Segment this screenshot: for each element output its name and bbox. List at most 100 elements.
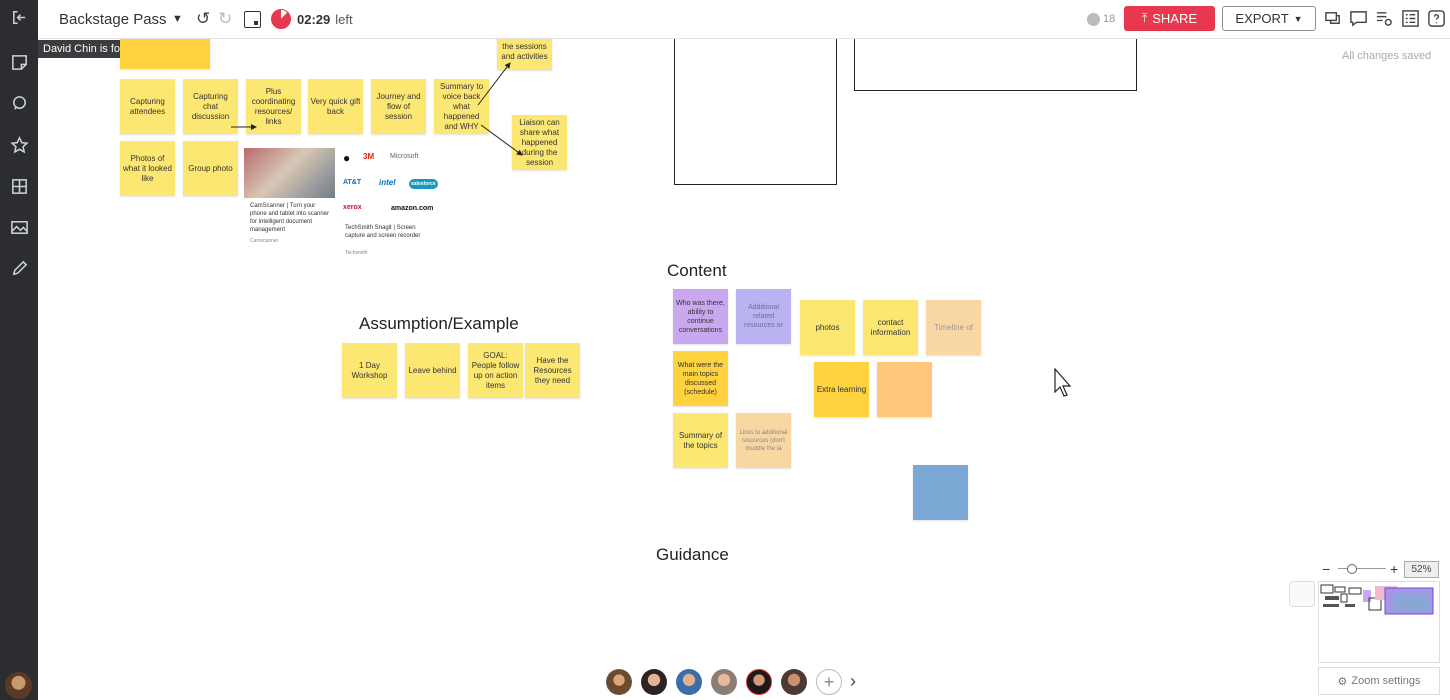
chat-icon[interactable] [1324,9,1343,28]
section-heading-guidance[interactable]: Guidance [656,545,729,564]
link-card-source: Camscanner [250,238,279,244]
sticky-note[interactable]: Liaison can share what happened during t… [512,115,567,170]
outline-icon[interactable] [1401,9,1420,28]
comments-icon[interactable] [1349,9,1368,28]
presenter-mode-icon[interactable] [244,0,261,38]
timer-icon [271,9,291,29]
collaborator-avatar[interactable] [676,669,702,695]
camscanner-image [244,148,336,198]
upload-icon: ⤒ [1141,11,1148,25]
sticky-note[interactable]: Timeline of [926,300,981,355]
zoom-out-button[interactable]: − [1322,561,1331,577]
sticky-note[interactable]: 1 Day Workshop [342,343,397,398]
link-card-camscanner[interactable]: CamScanner | Turn your phone and tablet … [244,148,336,252]
sticky-note[interactable]: Summary to voice back what happened and … [434,79,489,134]
sticky-note[interactable]: Plus coordinating resources/ links [246,79,301,134]
logo-amazon: amazon.com [391,205,434,212]
sticky-note[interactable]: GOAL: People follow up on action items [468,343,523,398]
sticky-note[interactable]: Capturing chat discussion [183,79,238,134]
sticky-note[interactable] [913,465,968,520]
sticky-note-icon[interactable] [0,47,38,77]
sticky-note[interactable]: Links to additional resources (don't mud… [736,413,791,468]
minimap[interactable] [1318,581,1440,663]
activity-icon[interactable] [1375,9,1394,28]
left-toolbar [0,0,38,700]
collaborator-avatar[interactable] [711,669,737,695]
sticky-note[interactable] [877,362,932,417]
timer-suffix: left [335,11,353,27]
zoom-level[interactable]: 52% [1404,561,1439,578]
apple-logo-icon: ● [343,151,351,165]
sticky-note[interactable]: Leave behind [405,343,460,398]
sticky-note[interactable]: What were the main topics discussed (sch… [673,351,728,406]
collaborator-avatar[interactable] [641,669,667,695]
collaborator-avatar[interactable] [746,669,772,695]
export-label: EXPORT [1235,11,1289,26]
image-icon[interactable] [0,212,38,242]
zoom-settings-label: Zoom settings [1351,675,1421,687]
logo-att: AT&T [343,179,362,186]
board-title[interactable]: Backstage Pass [59,10,167,28]
timer[interactable]: 02:29 left [271,0,353,38]
sticky-note[interactable]: Who was there, ability to continue conve… [673,289,728,344]
frame[interactable] [674,39,837,185]
sticky-note[interactable]: Very quick gift back [308,79,363,134]
logo-intel: intel [379,178,396,187]
zoom-in-button[interactable]: + [1390,561,1399,577]
add-collaborator-button[interactable]: + [816,669,842,695]
logo-xerox: xerox [343,204,362,211]
zoom-settings-button[interactable]: ⚙ Zoom settings [1318,667,1440,695]
user-icon [1087,12,1100,26]
frame[interactable] [854,39,1137,91]
redo-icon[interactable]: ↻ [218,9,233,28]
logo-microsoft: Microsoft [390,153,419,160]
sticky-note[interactable]: Timeline of the sessions and activities [497,39,552,70]
sticky-note[interactable]: Capturing attendees [120,79,175,134]
sticky-note[interactable]: Summary of the topics [673,413,728,468]
section-heading-content[interactable]: Content [667,261,727,280]
lock-icon[interactable] [1289,581,1315,607]
link-card-source: Techsmith [345,250,368,256]
viewer-count-value: 18 [1103,13,1116,25]
minimap-preview [1320,584,1434,615]
section-heading-assumption[interactable]: Assumption/Example [359,314,519,333]
pen-icon[interactable] [0,253,38,283]
sticky-note[interactable]: Photos of what it looked like [120,141,175,196]
zoom-slider-handle[interactable] [1347,564,1357,574]
zoom-slider[interactable] [1338,568,1386,569]
logo-salesforce: salesforce [409,179,438,189]
sticky-note[interactable]: Additional related resources or [736,289,791,344]
sticky-note[interactable]: Have the Resources they need [525,343,580,398]
timer-value: 02:29 [297,11,331,27]
chevron-down-icon[interactable]: ▼ [172,13,183,25]
export-button[interactable]: EXPORT ▼ [1222,6,1316,31]
grid-icon[interactable] [0,171,38,201]
sticky-note[interactable]: photos [800,300,855,355]
link-card-text: CamScanner | Turn your phone and tablet … [250,203,330,233]
help-icon[interactable] [1427,9,1446,28]
sticky-note[interactable]: Journey and flow of session [371,79,426,134]
viewer-count[interactable]: 18 [1087,0,1115,38]
logo-3m: 3M [363,152,375,161]
share-label: SHARE [1152,11,1198,26]
collaborator-avatar[interactable] [781,669,807,695]
sticky-note[interactable]: Group photo [183,141,238,196]
gear-icon: ⚙ [1337,675,1348,688]
top-bar: Backstage Pass ▼ ↺ ↻ 02:29 left 18 ⤒ SHA… [38,0,1450,39]
share-button[interactable]: ⤒ SHARE [1124,6,1215,31]
exit-icon[interactable] [0,2,38,32]
link-card-text: TechSmith Snagit | Screen capture and sc… [345,225,421,239]
sticky-note[interactable]: OP [120,39,210,69]
sticky-note[interactable]: Extra learning [814,362,869,417]
undo-icon[interactable]: ↺ [196,9,211,28]
current-user-avatar[interactable] [5,672,32,699]
sticky-note[interactable]: contact information [863,300,918,355]
save-status: All changes saved [1342,50,1432,62]
chevron-right-icon[interactable]: › [850,671,856,691]
link-card-snagit[interactable]: ● 3M Microsoft AT&T intel salesforce xer… [335,147,438,259]
collaborator-avatar[interactable] [606,669,632,695]
mouse-cursor-icon [1054,368,1072,397]
board-canvas[interactable]: OP Capturing attendees Capturing chat di… [38,39,1450,700]
star-icon[interactable] [0,130,38,160]
comment-icon[interactable] [0,88,38,118]
